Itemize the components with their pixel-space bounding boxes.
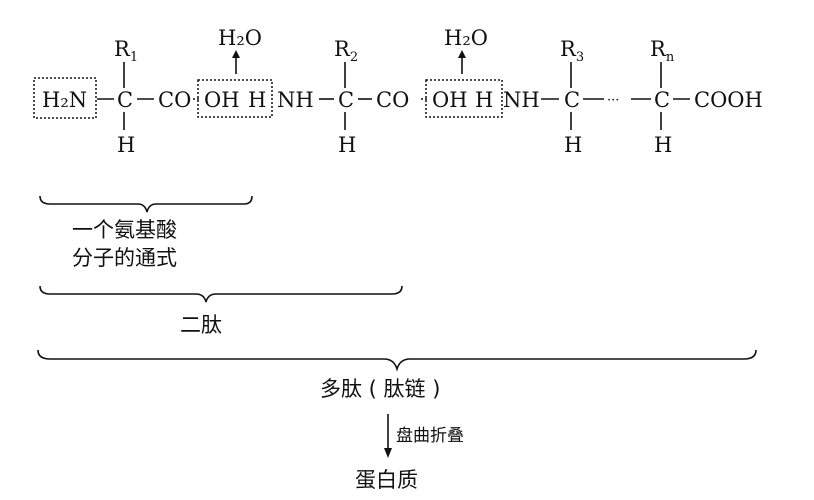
water-label-2: H₂O	[444, 26, 488, 50]
hydrogen-3: H	[564, 133, 582, 157]
r-group-n: Rn	[650, 37, 675, 65]
carbonyl-1: CO	[158, 88, 191, 112]
r-group-3: R3	[560, 37, 584, 65]
amino-group: H₂N	[42, 88, 87, 112]
folding-label: 盘曲折叠	[396, 426, 464, 446]
arrowhead	[384, 448, 392, 458]
arrowhead	[232, 50, 240, 58]
alpha-carbon-1: C	[117, 88, 133, 112]
hydroxyl-1: OH	[204, 88, 240, 112]
water-label-1: H₂O	[218, 26, 262, 50]
imino-group-2: NH	[503, 88, 540, 112]
hydrogen-2: H	[338, 133, 356, 157]
hydroxyl-box-2	[425, 79, 503, 118]
amide-hydrogen-1: H	[248, 88, 266, 112]
alpha-carbon-2: C	[338, 88, 354, 112]
r-group-1: R1	[114, 37, 138, 65]
dipeptide-label: 二肽	[180, 313, 222, 337]
carboxyl-group: COOH	[694, 88, 763, 112]
amino-acid-brace	[39, 195, 253, 213]
ellipsis: ···	[607, 93, 619, 108]
dipeptide-brace	[39, 285, 403, 303]
imino-group-1: NH	[277, 88, 314, 112]
polypeptide-label: 多肽 ( 肽链 )	[320, 377, 440, 401]
arrowhead	[458, 50, 466, 58]
r-group-2: R2	[334, 37, 358, 65]
protein-label: 蛋白质	[355, 468, 418, 492]
alpha-carbon-n: C	[654, 88, 670, 112]
amino-acid-label-line1: 一个氨基酸	[72, 218, 177, 242]
amino-group-box	[33, 77, 97, 119]
hydrogen-n: H	[654, 133, 672, 157]
amino-acid-label-line2: 分子的通式	[72, 246, 177, 270]
amide-hydrogen-2: H	[475, 88, 493, 112]
carbonyl-2: CO	[376, 88, 409, 112]
hydroxyl-box-1	[197, 79, 273, 118]
hydrogen-1: H	[117, 133, 135, 157]
hydroxyl-2: OH	[432, 88, 468, 112]
polypeptide-brace	[37, 349, 757, 372]
alpha-carbon-3: C	[564, 88, 580, 112]
